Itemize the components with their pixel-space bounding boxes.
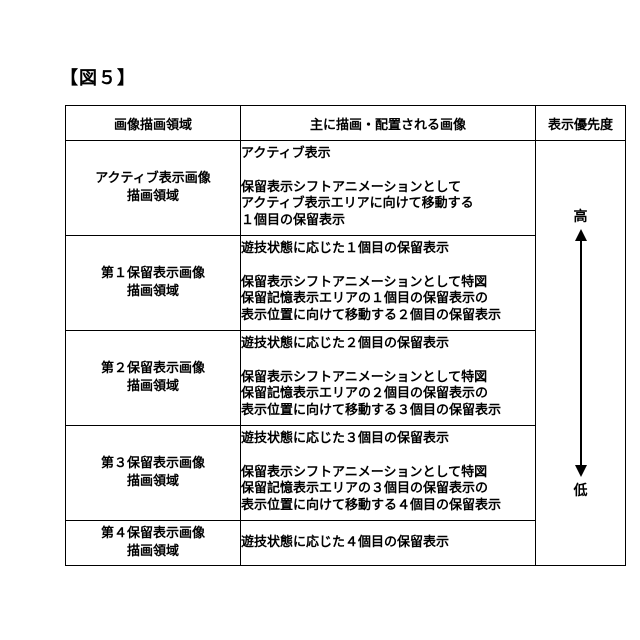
description-cell-hold3: 遊技状態に応じた３個目の保留表示 保留表示シフトアニメーションとして特図 保留記… <box>240 425 536 521</box>
priority-low-label: 低 <box>573 483 588 499</box>
priority-arrow-icon <box>574 229 587 477</box>
header-area: 画像描画領域 <box>65 105 241 141</box>
priority-cell: 高 低 <box>535 140 626 566</box>
table-row: 第４保留表示画像 描画領域 遊技状態に応じた４個目の保留表示 <box>65 520 626 566</box>
description-cell-hold4: 遊技状態に応じた４個目の保留表示 <box>240 520 536 566</box>
description-cell-hold2: 遊技状態に応じた２個目の保留表示 保留表示シフトアニメーションとして特図 保留記… <box>240 330 536 426</box>
table-header-row: 画像描画領域 主に描画・配置される画像 表示優先度 <box>65 105 626 141</box>
area-cell-hold3: 第３保留表示画像 描画領域 <box>65 425 241 521</box>
table-row: アクティブ表示画像 描画領域 アクティブ表示 保留表示シフトアニメーションとして… <box>65 140 626 566</box>
figure-table: 画像描画領域 主に描画・配置される画像 表示優先度 アクティブ表示画像 描画領域… <box>65 105 626 566</box>
area-cell-hold1: 第１保留表示画像 描画領域 <box>65 235 241 331</box>
area-cell-active: アクティブ表示画像 描画領域 <box>65 140 241 236</box>
header-priority: 表示優先度 <box>535 105 626 141</box>
table-row: 第２保留表示画像 描画領域 遊技状態に応じた２個目の保留表示 保留表示シフトアニ… <box>65 330 626 426</box>
table-row: 第１保留表示画像 描画領域 遊技状態に応じた１個目の保留表示 保留表示シフトアニ… <box>65 235 626 331</box>
header-images: 主に描画・配置される画像 <box>240 105 536 141</box>
priority-high-label: 高 <box>573 209 588 225</box>
table-row: 第３保留表示画像 描画領域 遊技状態に応じた３個目の保留表示 保留表示シフトアニ… <box>65 425 626 521</box>
priority-scale: 高 低 <box>536 206 625 500</box>
figure-label: 【図５】 <box>60 68 136 89</box>
area-cell-hold4: 第４保留表示画像 描画領域 <box>65 520 241 566</box>
description-cell-active: アクティブ表示 保留表示シフトアニメーションとして アクティブ表示エリアに向けて… <box>240 140 536 236</box>
description-cell-hold1: 遊技状態に応じた１個目の保留表示 保留表示シフトアニメーションとして特図 保留記… <box>240 235 536 331</box>
area-cell-hold2: 第２保留表示画像 描画領域 <box>65 330 241 426</box>
